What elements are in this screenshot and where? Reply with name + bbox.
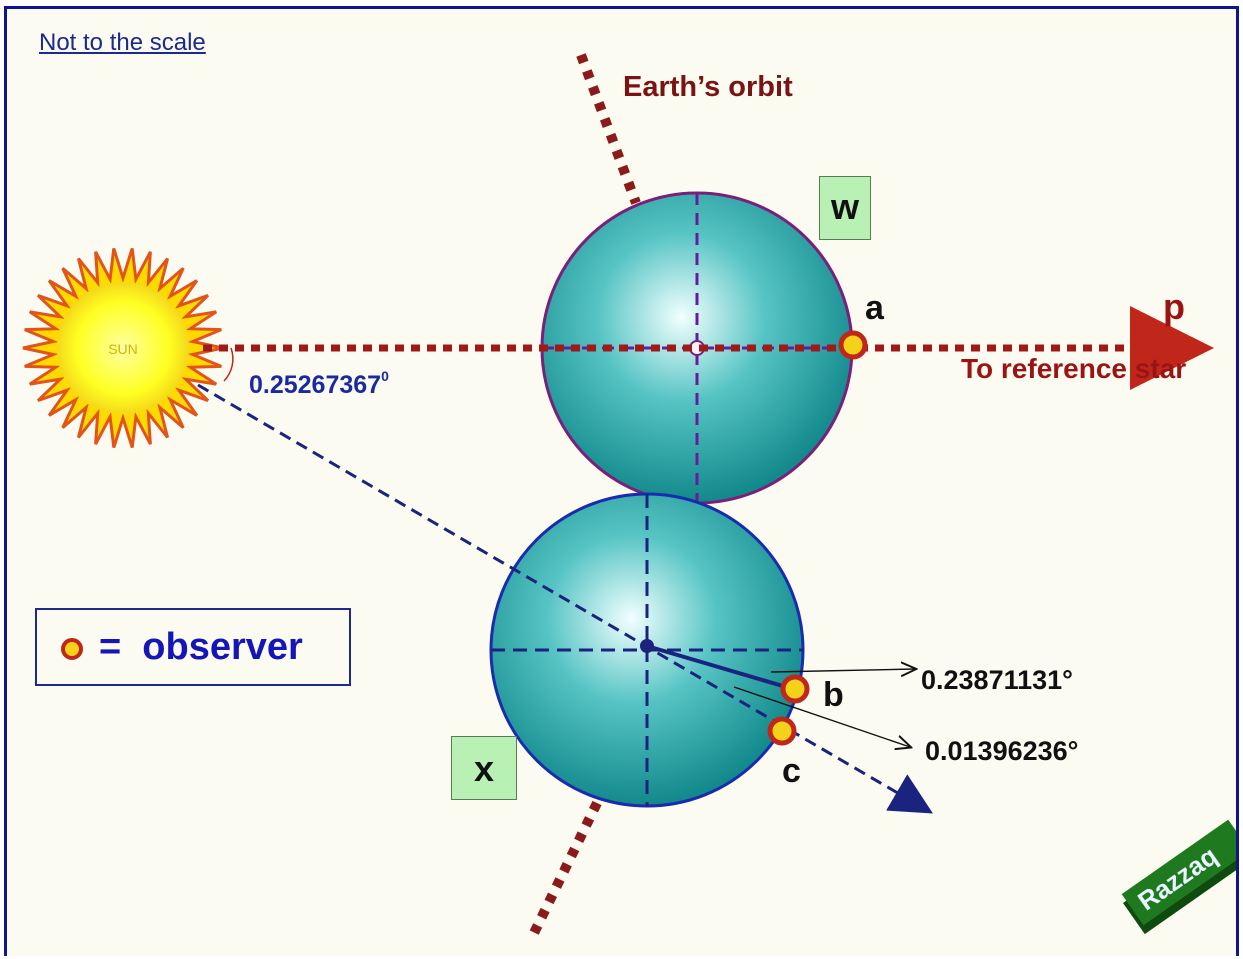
reference-star-label: To reference star [961, 353, 1186, 384]
point-b-label: b [823, 676, 844, 714]
observer-icon-c [767, 716, 797, 746]
sun-to-earth-x-line [197, 383, 933, 814]
position-w-box: w [819, 176, 871, 240]
position-x-label: x [473, 748, 495, 789]
parallax-diagram: SUN Earth’s orbit a p To reference star … [22, 53, 1236, 936]
sun-angle-arc [223, 347, 234, 382]
watermark-logo: Razzaq [1121, 819, 1236, 935]
center-to-b-line [646, 644, 794, 691]
not-to-scale-note: Not to the scale [39, 29, 206, 56]
observer-icon-b [780, 674, 810, 704]
position-x-box: x [451, 736, 517, 800]
earth-globe-icon-x [489, 492, 805, 808]
sun-icon [22, 247, 224, 449]
point-p-label: p [1163, 286, 1185, 327]
earth-orbit-lower [529, 800, 602, 936]
angle-b-label: 0.23871131° [921, 665, 1073, 695]
position-w-label: w [830, 186, 859, 227]
angle-c-label: 0.01396236° [925, 736, 1078, 766]
sun-core [57, 282, 189, 414]
angle-sun-superscript: 0 [381, 368, 389, 384]
sun-label: SUN [108, 341, 138, 357]
point-c-label: c [782, 752, 801, 790]
observer-legend: = observer [35, 608, 351, 686]
earth-orbit-label: Earth’s orbit [623, 71, 793, 103]
angle-sun-label: 0.252673670 [249, 368, 389, 399]
observer-icon [61, 638, 83, 660]
observer-icon-a [838, 330, 868, 360]
legend-text: = observer [99, 626, 303, 668]
diagram-frame: SUN Earth’s orbit a p To reference star … [4, 6, 1239, 956]
point-a-label: a [865, 289, 885, 327]
angle-b-pointer [770, 669, 915, 672]
angle-c-pointer [733, 686, 910, 747]
